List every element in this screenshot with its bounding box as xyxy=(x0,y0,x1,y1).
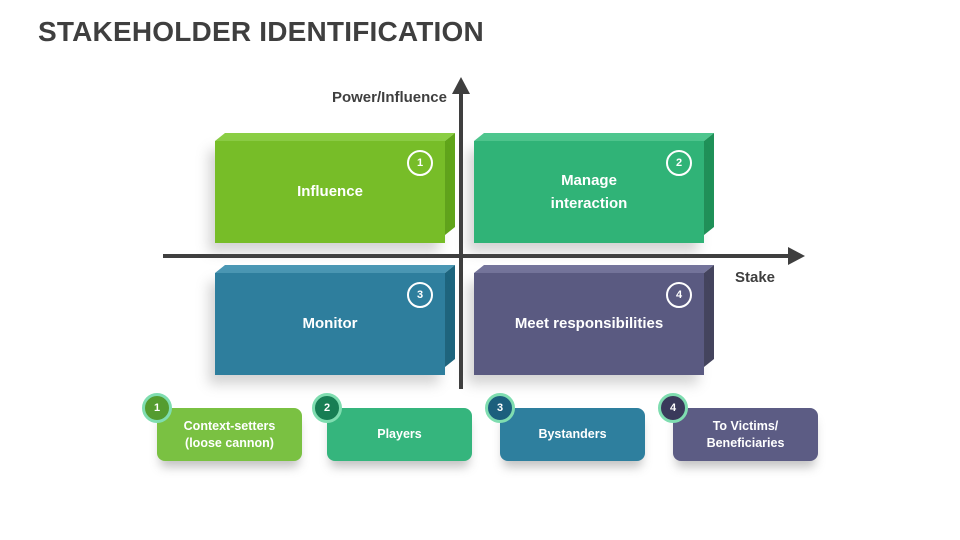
legend-number-badge: 3 xyxy=(485,393,515,423)
quadrant-label-line: Monitor xyxy=(302,315,358,333)
box-top-bevel xyxy=(474,265,714,273)
legend-label: Context-setters (loose cannon) xyxy=(184,418,276,452)
x-axis-label: Stake xyxy=(735,269,776,286)
legend-number-badge: 1 xyxy=(142,393,172,423)
box-side-bevel xyxy=(704,264,714,368)
page-title: STAKEHOLDER IDENTIFICATION xyxy=(38,16,484,47)
y-axis-line xyxy=(459,92,463,389)
box-top-bevel xyxy=(474,133,714,141)
quadrant-box: 3 Monitor xyxy=(215,273,445,375)
quadrant-number-badge: 3 xyxy=(407,282,433,308)
quadrant-label-line: Meet responsibilities xyxy=(514,315,664,333)
legend-box: Players xyxy=(327,408,472,461)
legend-label: To Victims/ Beneficiaries xyxy=(707,418,785,452)
box-side-bevel xyxy=(445,132,455,236)
quadrant-label-line: interaction xyxy=(550,195,628,212)
quadrant-box: 4 Meet responsibilities xyxy=(474,273,704,375)
quadrant-number-badge: 1 xyxy=(407,150,433,176)
quadrant-box: 2 Manage interaction xyxy=(474,141,704,243)
legend-number-badge: 2 xyxy=(312,393,342,423)
quadrant-label: Monitor xyxy=(303,312,358,335)
legend-box: Bystanders xyxy=(500,408,645,461)
quadrant-number-badge: 4 xyxy=(666,282,692,308)
x-axis-line xyxy=(163,254,791,258)
legend-label: Players xyxy=(377,426,421,443)
legend-label-line: (loose cannon) xyxy=(185,435,274,450)
legend-number-badge: 4 xyxy=(658,393,688,423)
box-top-bevel xyxy=(215,265,455,273)
legend-label-line: Beneficiaries xyxy=(706,435,785,450)
box-top-bevel xyxy=(215,133,455,141)
box-side-bevel xyxy=(704,132,714,236)
quadrant-monitor: 3 Monitor xyxy=(215,264,455,375)
x-axis-arrow-icon xyxy=(788,247,805,265)
box-side-bevel xyxy=(445,264,455,368)
quadrant-number-badge: 2 xyxy=(666,150,692,176)
quadrant-influence: 1 Influence xyxy=(215,132,455,243)
legend-box: Context-setters (loose cannon) xyxy=(157,408,302,461)
y-axis-arrow-icon xyxy=(452,77,470,94)
legend-label-line: To Victims/ xyxy=(712,418,779,433)
legend-box: To Victims/ Beneficiaries xyxy=(673,408,818,461)
quadrant-box: 1 Influence xyxy=(215,141,445,243)
quadrant-label: Meet responsibilities xyxy=(515,312,663,335)
quadrant-manage-interaction: 2 Manage interaction xyxy=(474,132,714,243)
quadrant-label-line: Manage xyxy=(561,171,617,189)
legend-label: Bystanders xyxy=(538,426,606,443)
quadrant-meet-responsibilities: 4 Meet responsibilities xyxy=(474,264,714,375)
quadrant-label-line: Influence xyxy=(297,183,363,201)
quadrant-label: Manage interaction xyxy=(551,169,628,216)
quadrant-label: Influence xyxy=(297,180,363,203)
legend-label-line: Players xyxy=(377,427,422,442)
y-axis-label: Power/Influence xyxy=(331,89,447,106)
legend-label-line: Context-setters xyxy=(183,418,276,433)
legend-label-line: Bystanders xyxy=(538,427,607,442)
